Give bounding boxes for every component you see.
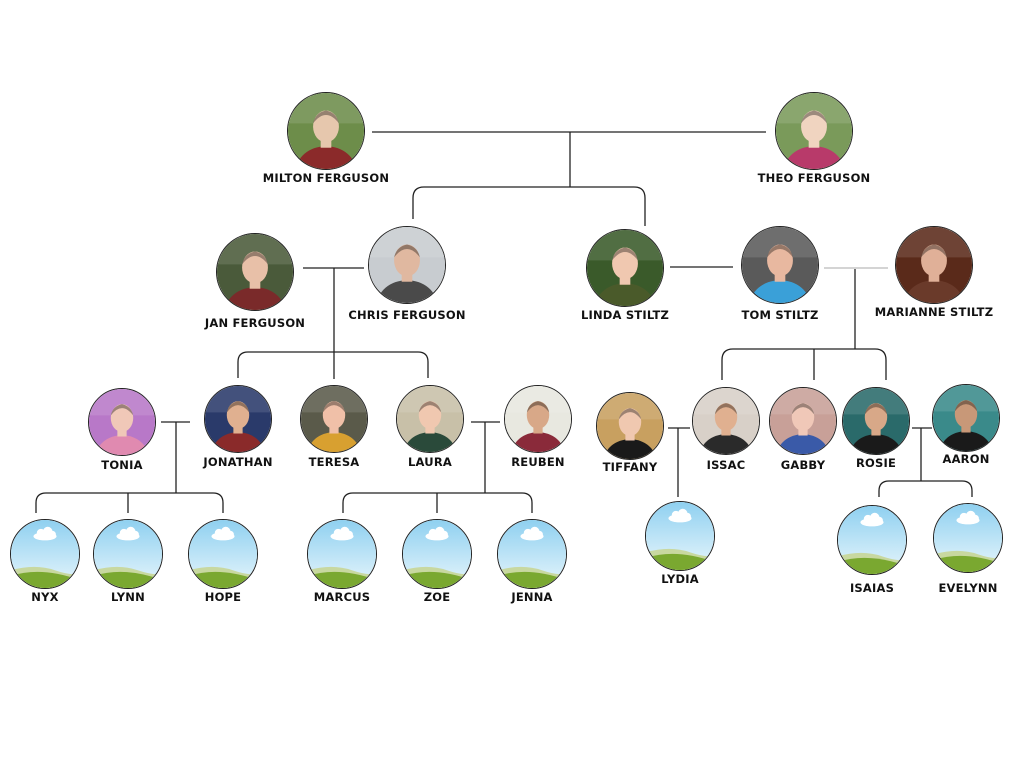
person-name: ROSIE	[856, 456, 896, 470]
person-name: TOM STILTZ	[741, 308, 818, 322]
person-name: MARIANNE STILTZ	[875, 305, 994, 319]
person-name: JENNA	[511, 590, 552, 604]
portrait-photo	[775, 92, 853, 170]
person-name: CHRIS FERGUSON	[348, 308, 465, 322]
portrait-photo	[596, 392, 664, 460]
placeholder-photo-icon	[837, 505, 907, 575]
portrait-photo	[504, 385, 572, 453]
portrait-photo	[842, 387, 910, 455]
placeholder-photo-icon	[307, 519, 377, 589]
person-name: LYDIA	[661, 572, 699, 586]
person-name: TERESA	[309, 455, 360, 469]
children-bracket	[413, 187, 645, 226]
person-name: ISSAC	[707, 458, 746, 472]
person-name: TIFFANY	[603, 460, 658, 474]
portrait-photo	[586, 229, 664, 307]
person-name: REUBEN	[511, 455, 565, 469]
portrait-photo	[204, 385, 272, 453]
person-name: MARCUS	[314, 590, 370, 604]
placeholder-photo-icon	[497, 519, 567, 589]
person-name: MILTON FERGUSON	[263, 171, 389, 185]
children-bracket	[722, 349, 886, 380]
portrait-photo	[769, 387, 837, 455]
portrait-photo	[88, 388, 156, 456]
portrait-photo	[287, 92, 365, 170]
person-name: AARON	[942, 452, 989, 466]
person-name: JONATHAN	[203, 455, 272, 469]
person-name: LAURA	[408, 455, 452, 469]
placeholder-photo-icon	[402, 519, 472, 589]
portrait-photo	[368, 226, 446, 304]
person-name: LINDA STILTZ	[581, 308, 669, 322]
person-name: THEO FERGUSON	[758, 171, 871, 185]
person-name: NYX	[31, 590, 58, 604]
children-bracket	[879, 481, 972, 497]
person-name: GABBY	[781, 458, 826, 472]
portrait-photo	[300, 385, 368, 453]
person-name: TONIA	[101, 458, 142, 472]
placeholder-photo-icon	[188, 519, 258, 589]
person-name: ISAIAS	[850, 581, 894, 595]
portrait-photo	[216, 233, 294, 311]
person-name: EVELYNN	[938, 581, 997, 595]
person-name: ZOE	[424, 590, 451, 604]
portrait-photo	[396, 385, 464, 453]
placeholder-photo-icon	[933, 503, 1003, 573]
portrait-photo	[895, 226, 973, 304]
children-bracket	[238, 352, 428, 378]
placeholder-photo-icon	[93, 519, 163, 589]
placeholder-photo-icon	[645, 501, 715, 571]
children-bracket	[36, 493, 223, 513]
portrait-photo	[741, 226, 819, 304]
person-name: JAN FERGUSON	[205, 316, 305, 330]
portrait-photo	[932, 384, 1000, 452]
portrait-photo	[692, 387, 760, 455]
placeholder-photo-icon	[10, 519, 80, 589]
person-name: HOPE	[205, 590, 242, 604]
person-name: LYNN	[111, 590, 145, 604]
